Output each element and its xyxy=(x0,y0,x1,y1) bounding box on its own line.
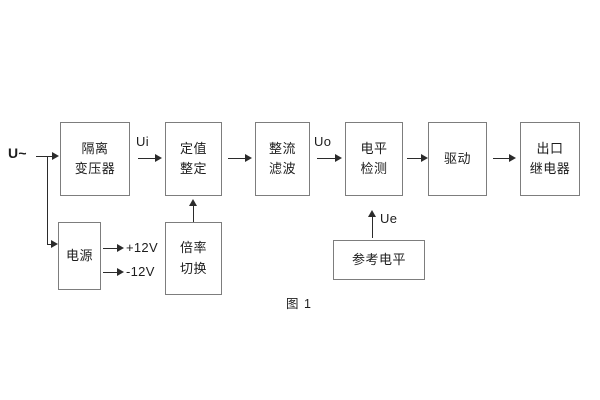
block-level-detection: 电平 检测 xyxy=(345,122,403,196)
block-line: 继电器 xyxy=(529,161,571,176)
block-line: 切换 xyxy=(179,260,207,276)
block-line: 倍率 xyxy=(179,240,207,256)
block-line: 滤波 xyxy=(268,161,296,176)
block-line: 隔离 xyxy=(81,140,109,156)
block-setting-value: 定值 整定 xyxy=(165,122,222,196)
block-line: 定值 xyxy=(179,140,207,156)
connector-reference-to-level xyxy=(372,216,373,238)
block-line: 检测 xyxy=(360,161,388,176)
label-uo: Uo xyxy=(314,134,332,149)
connector-to-isolation-transformer xyxy=(47,156,54,157)
arrowhead-power-pos12 xyxy=(117,244,124,252)
label-ue: Ue xyxy=(380,211,398,226)
block-power-supply: 电源 xyxy=(58,222,101,290)
block-isolation-transformer: 隔离 变压器 xyxy=(60,122,130,196)
label-input-voltage: U~ xyxy=(8,145,27,161)
connector-setting-to-rectify xyxy=(228,158,247,159)
arrowhead-level-to-drive xyxy=(421,154,428,162)
arrowhead-to-power-supply xyxy=(51,240,58,248)
connector-power-neg12 xyxy=(103,272,119,273)
block-rectify-filter: 整流 滤波 xyxy=(255,122,310,196)
label-pos12v: +12V xyxy=(126,240,158,255)
connector-input-stub xyxy=(36,156,48,157)
arrowhead-to-isolation-transformer xyxy=(52,152,59,160)
label-ui: Ui xyxy=(136,134,149,149)
connector-power-pos12 xyxy=(103,248,119,249)
connector-drive-to-relay xyxy=(493,158,511,159)
block-line: 出口 xyxy=(536,140,564,156)
connector-rectify-to-level xyxy=(317,158,336,159)
connector-to-power-supply xyxy=(47,244,52,245)
arrowhead-rectify-to-level xyxy=(335,154,342,162)
connector-input-branch-trunk xyxy=(47,156,48,244)
block-line: 电源 xyxy=(65,247,93,263)
block-line: 驱动 xyxy=(443,150,471,166)
connector-level-to-drive xyxy=(407,158,424,159)
connector-transformer-to-setting xyxy=(138,158,157,159)
block-line: 整流 xyxy=(268,140,296,156)
figure-caption: 图 1 xyxy=(286,297,312,311)
block-reference-level: 参考电平 xyxy=(333,240,425,280)
block-line: 电平 xyxy=(360,140,388,156)
block-line: 整定 xyxy=(179,161,207,176)
block-line: 变压器 xyxy=(74,161,116,176)
label-neg12v: -12V xyxy=(126,264,155,279)
arrowhead-reference-to-level xyxy=(368,210,376,217)
arrowhead-power-neg12 xyxy=(117,268,124,276)
block-line: 参考电平 xyxy=(351,251,406,267)
arrowhead-transformer-to-setting xyxy=(155,154,162,162)
connector-multiplier-to-setting xyxy=(193,205,194,222)
block-multiplier-switch: 倍率 切换 xyxy=(165,222,222,295)
block-output-relay: 出口 继电器 xyxy=(520,122,580,196)
block-drive: 驱动 xyxy=(428,122,487,196)
arrowhead-multiplier-to-setting xyxy=(189,199,197,206)
arrowhead-drive-to-relay xyxy=(509,154,516,162)
arrowhead-setting-to-rectify xyxy=(245,154,252,162)
